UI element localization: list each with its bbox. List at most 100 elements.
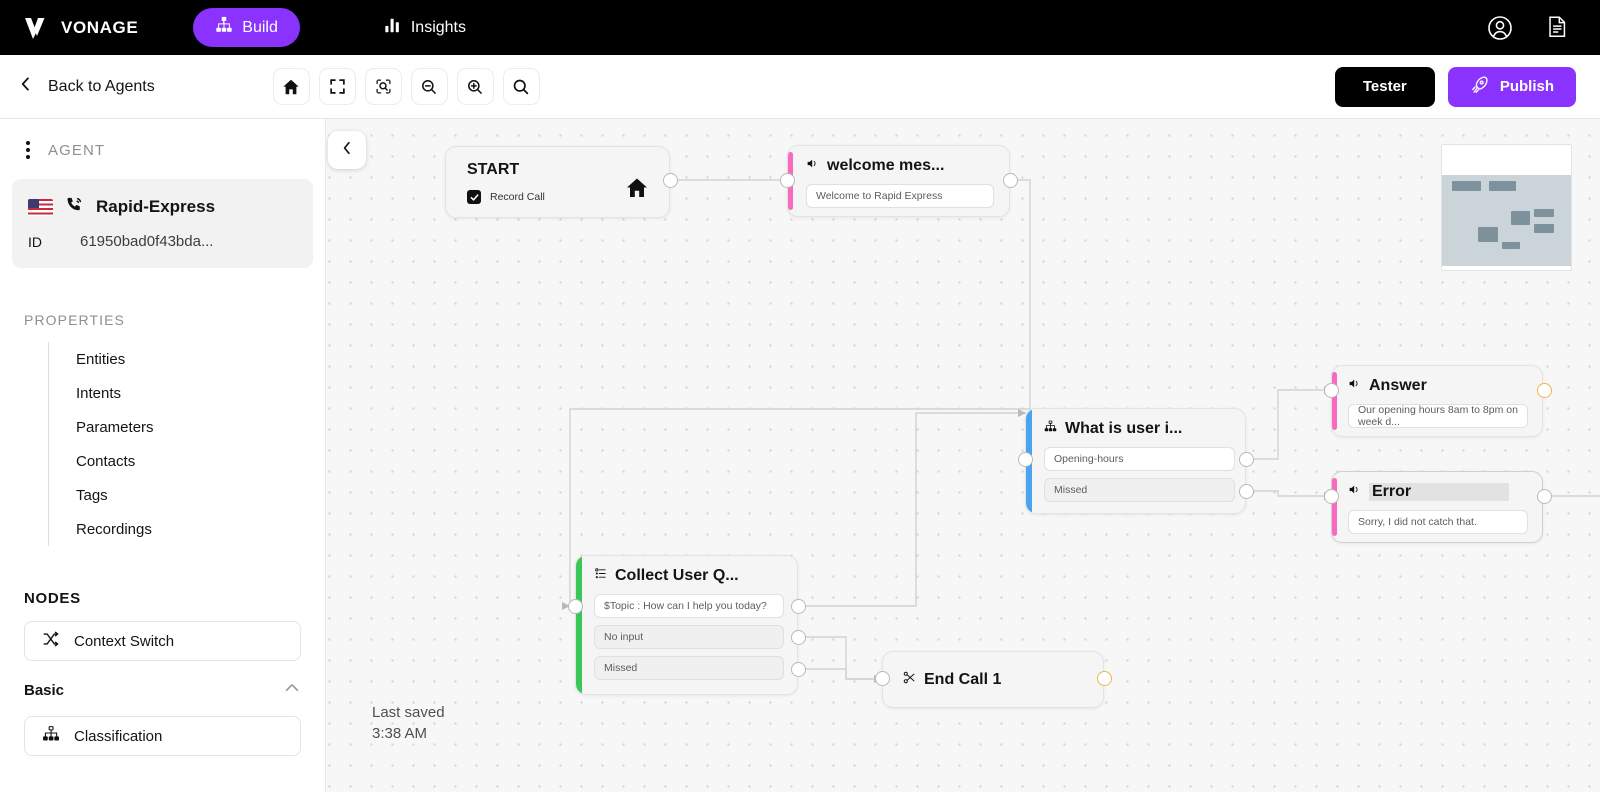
us-flag-icon [28,198,53,216]
flow-canvas[interactable]: START Record Call [326,119,1600,792]
agent-name: Rapid-Express [96,197,216,216]
flow-node-start[interactable]: START Record Call [445,146,670,218]
search-icon[interactable] [502,68,540,105]
brand: VONAGE [22,15,138,41]
shuffle-icon [42,630,60,653]
flow-node-welcome-message-title: welcome mes... [806,157,1009,175]
node-chip-classification[interactable]: Classification [24,716,301,756]
port-collect-out-missed[interactable] [791,662,806,677]
publish-button[interactable]: Publish [1447,66,1576,107]
sidebar-item-recordings[interactable]: Recordings [76,520,152,538]
flow-node-collect-slot-missed[interactable]: Missed [594,656,784,680]
sidebar-item-parameters[interactable]: Parameters [76,418,154,436]
port-end-call-out[interactable] [1097,671,1112,686]
fit-to-view-icon[interactable] [364,68,402,105]
back-to-agents-button[interactable]: Back to Agents [19,75,155,98]
speaker-icon [1348,377,1361,395]
edge-classification-to-answer [1246,389,1332,460]
zoom-out-icon[interactable] [410,68,448,105]
zoom-in-icon[interactable] [456,68,494,105]
port-classification-in[interactable] [1018,452,1033,467]
port-error-in[interactable] [1324,489,1339,504]
port-collect-out-no-input[interactable] [791,630,806,645]
flow-node-classification[interactable]: What is user i... Opening-hours Missed [1025,408,1246,514]
flow-node-collect-slot-no-input[interactable]: No input [594,625,784,649]
account-circle-icon[interactable] [1486,14,1514,42]
flow-node-classification-title: What is user i... [1044,420,1245,438]
port-start-out[interactable] [663,173,678,188]
edge-collect-to-classification [798,412,1026,607]
flow-node-end-call[interactable]: End Call 1 [882,651,1104,708]
minimap-node [1502,242,1520,249]
port-welcome-out[interactable] [1003,173,1018,188]
flow-node-answer-slot-text[interactable]: Our opening hours 8am to 8pm on week d..… [1348,404,1528,428]
flow-node-error[interactable]: Error Sorry, I did not catch that. [1331,471,1543,543]
node-accent-pink [1332,478,1337,536]
flow-node-start-title: START [467,161,520,178]
port-classification-out-missed[interactable] [1239,484,1254,499]
agent-card[interactable]: Rapid-Express ID 61950bad0f43bda... [12,179,313,268]
canvas-tools [272,68,540,105]
fullscreen-icon[interactable] [318,68,356,105]
flow-node-collect-user-question[interactable]: Collect User Q... $Topic : How can I hel… [575,555,798,695]
minimap-node [1452,181,1481,191]
flow-node-collect-title: Collect User Q... [594,567,797,585]
node-chip-context-switch-label: Context Switch [74,632,175,650]
back-to-agents-label: Back to Agents [48,77,155,95]
speaker-icon [806,157,819,175]
sidebar-item-tags[interactable]: Tags [76,486,108,504]
sidebar-item-entities[interactable]: Entities [76,350,126,368]
document-icon[interactable] [1544,14,1572,42]
minimap-node [1534,209,1554,217]
nav-tab-build-label: Build [242,18,278,36]
speaker-icon [1348,483,1361,501]
record-call-checkbox[interactable] [467,190,481,204]
last-saved-status: Last saved 3:38 AM [372,702,445,746]
port-collect-out-topic[interactable] [791,599,806,614]
chevron-up-icon [283,679,301,702]
hierarchy-icon [1044,420,1057,438]
agent-id-label: ID [28,233,42,250]
node-chip-context-switch[interactable]: Context Switch [24,621,301,661]
nodes-section-title: NODES [24,590,81,607]
edge-collect-noinput-to-endcall [798,636,882,680]
arrow-collect-in [562,602,570,610]
port-collect-in[interactable] [568,599,583,614]
arrow-classification-in [1018,409,1026,417]
port-welcome-in[interactable] [780,173,795,188]
minimap-node [1511,211,1530,225]
flow-node-classification-slot-missed[interactable]: Missed [1044,478,1235,502]
nav-tab-insights[interactable]: Insights [362,8,488,47]
port-answer-out[interactable] [1537,383,1552,398]
edge-classification-to-error [1246,490,1332,497]
sidebar-item-contacts[interactable]: Contacts [76,452,136,470]
flow-node-collect-slot-topic[interactable]: $Topic : How can I help you today? [594,594,784,618]
flow-node-answer[interactable]: Answer Our opening hours 8am to 8pm on w… [1331,365,1543,437]
port-end-call-in[interactable] [875,671,890,686]
more-vertical-icon[interactable] [24,139,32,161]
node-accent-green [576,556,582,694]
home-icon[interactable] [272,68,310,105]
tester-button[interactable]: Tester [1334,66,1435,107]
flow-node-end-call-title: End Call 1 [903,671,1103,689]
publish-label: Publish [1499,78,1554,95]
port-classification-out-opening-hours[interactable] [1239,452,1254,467]
collapse-sidebar-button[interactable] [328,131,366,169]
minimap-node [1534,224,1554,233]
flow-node-welcome-message[interactable]: welcome mes... Welcome to Rapid Express [787,145,1010,217]
agent-section-header: AGENT [24,139,325,161]
port-answer-in[interactable] [1324,383,1339,398]
brand-name: VONAGE [61,17,139,37]
flow-node-classification-slot-opening-hours[interactable]: Opening-hours [1044,447,1235,471]
last-saved-time: 3:38 AM [372,725,428,743]
port-error-out[interactable] [1537,489,1552,504]
minimap[interactable] [1441,144,1572,271]
minimap-node [1489,181,1516,191]
top-navigation-bar: VONAGE Build Insights [0,0,1600,55]
home-icon [625,176,649,205]
sidebar-item-intents[interactable]: Intents [76,384,122,402]
flow-node-welcome-slot-prompt[interactable]: Welcome to Rapid Express [806,184,994,208]
flow-node-error-slot-text[interactable]: Sorry, I did not catch that. [1348,510,1528,534]
nav-tab-build[interactable]: Build [193,8,300,47]
nodes-group-basic[interactable]: Basic [24,679,301,702]
